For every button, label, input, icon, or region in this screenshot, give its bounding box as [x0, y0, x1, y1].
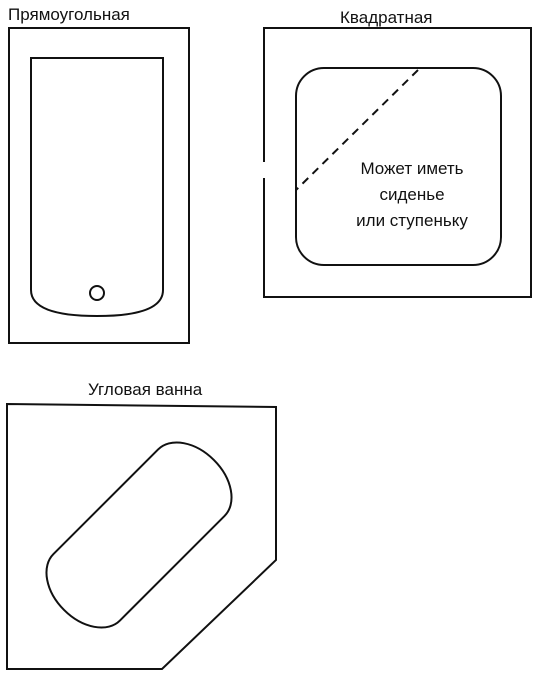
- square-note-line-1: Может иметь: [360, 159, 463, 178]
- rectangular-label: Прямоугольная: [8, 5, 130, 24]
- square-note-line-3: или ступеньку: [356, 211, 468, 230]
- rectangular-tub-basin: [30, 57, 164, 318]
- rectangular-bathtub: Прямоугольная: [8, 5, 190, 344]
- corner-label: Угловая ванна: [88, 380, 203, 399]
- corner-tub-basin: [45, 441, 233, 629]
- square-note-line-2: сиденье: [379, 185, 444, 204]
- square-outer-frame: [263, 27, 532, 298]
- seat-divider-dashed-line: [295, 69, 419, 191]
- square-tub-basin: [295, 67, 502, 266]
- drain-icon: [89, 285, 105, 301]
- square-label: Квадратная: [340, 8, 433, 27]
- rectangular-outer-frame: [8, 27, 190, 344]
- square-bathtub: Квадратная Может иметь сиденье или ступе…: [263, 8, 532, 298]
- corner-bathtub: Угловая ванна: [6, 380, 277, 670]
- corner-outer-frame: [6, 402, 277, 670]
